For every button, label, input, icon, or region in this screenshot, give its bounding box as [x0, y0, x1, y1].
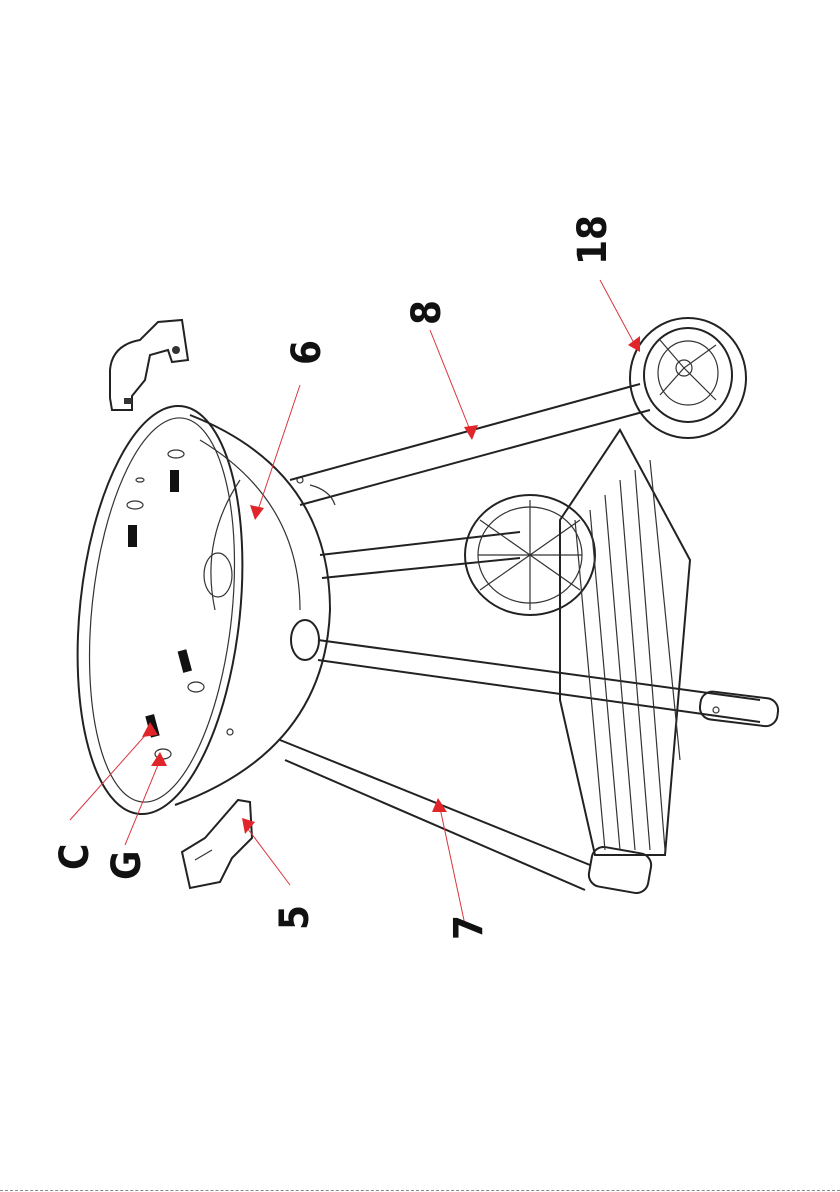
- callout-8: 8: [404, 300, 450, 325]
- leader-8: [430, 330, 470, 430]
- arrow-7: [432, 798, 447, 812]
- grill-body: [59, 398, 330, 822]
- callout-7: 7: [446, 915, 492, 940]
- legs: [280, 384, 779, 895]
- arrow-5: [242, 818, 255, 834]
- handle-top: [110, 320, 188, 410]
- arrow-18: [628, 336, 640, 352]
- callout-G: G: [104, 850, 150, 880]
- page-bottom-border: [0, 1188, 840, 1191]
- callout-6: 6: [284, 340, 330, 365]
- leader-5: [245, 825, 290, 885]
- wheel-18: [630, 318, 746, 438]
- leader-18: [600, 280, 635, 345]
- handle-bottom: [182, 800, 252, 888]
- leader-C: [70, 730, 150, 820]
- callout-18: 18: [570, 215, 616, 265]
- leader-7: [440, 808, 465, 925]
- bolts-and-washers: [127, 450, 204, 759]
- leader-G: [125, 760, 160, 845]
- leader-lines: [70, 280, 640, 925]
- wheel-far: [465, 495, 595, 615]
- callout-C: C: [52, 844, 98, 870]
- leader-6: [258, 385, 300, 510]
- grate-shelf: [560, 430, 690, 855]
- arrow-6: [250, 505, 264, 520]
- callout-5: 5: [272, 905, 318, 930]
